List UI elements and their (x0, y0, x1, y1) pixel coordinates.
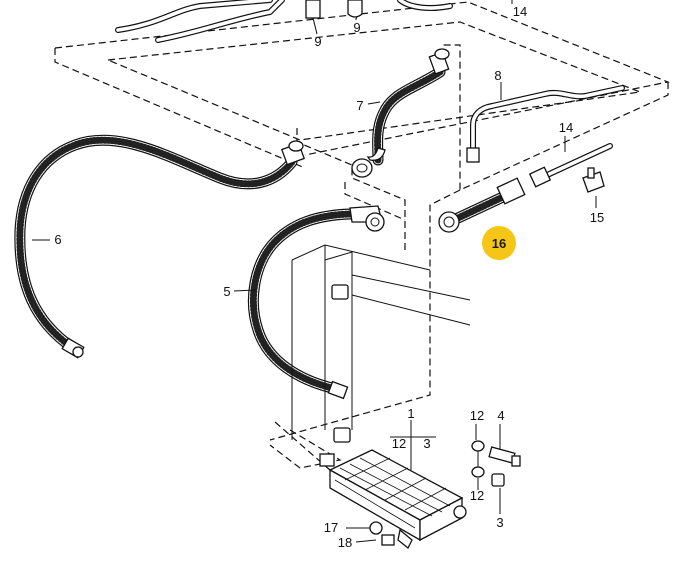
highlight-callout-16[interactable]: 16 (482, 226, 516, 260)
oil-cooler-1 (319, 420, 467, 550)
callout-9-left: 9 (314, 34, 321, 49)
callout-14: 14 (559, 120, 573, 135)
callout-12-lower: 12 (470, 488, 484, 503)
callout-15: 15 (590, 210, 604, 225)
callout-12-cooler: 12 (392, 436, 406, 451)
clip-9-left (305, 0, 321, 35)
hose-7 (351, 48, 450, 178)
cooler-housing (291, 244, 471, 443)
callout-8: 8 (494, 68, 501, 83)
callout-3: 3 (496, 515, 503, 530)
pipe-8 (466, 85, 625, 163)
callout-7: 7 (356, 98, 363, 113)
callout-3-cooler: 3 (423, 436, 430, 451)
hardware-right (471, 440, 521, 487)
highlight-marker (482, 226, 516, 260)
highlight-label: 16 (492, 236, 506, 251)
leader-lines (32, 0, 597, 514)
dashed-frame-center (296, 128, 406, 252)
hose-5 (247, 205, 385, 400)
callout-6: 6 (54, 232, 61, 247)
hose-16 (438, 177, 526, 233)
dashed-frame-right (269, 44, 669, 441)
callout-14-top: 14 (513, 4, 527, 19)
clip-15 (582, 167, 605, 193)
callout-12-upper: 12 (470, 408, 484, 423)
callout-4: 4 (497, 408, 504, 423)
dashed-frame-upper (54, 1, 671, 169)
callout-1: 1 (407, 406, 414, 421)
callout-5: 5 (223, 284, 230, 299)
pipe-14 (528, 143, 613, 188)
callout-18: 18 (338, 535, 352, 550)
clip-9-right (347, 0, 363, 19)
top-pipes (115, 0, 453, 43)
callout-9-right: 9 (353, 20, 360, 35)
callout-17: 17 (324, 520, 338, 535)
hose-6 (14, 134, 306, 359)
hardware-bottom (346, 521, 395, 546)
